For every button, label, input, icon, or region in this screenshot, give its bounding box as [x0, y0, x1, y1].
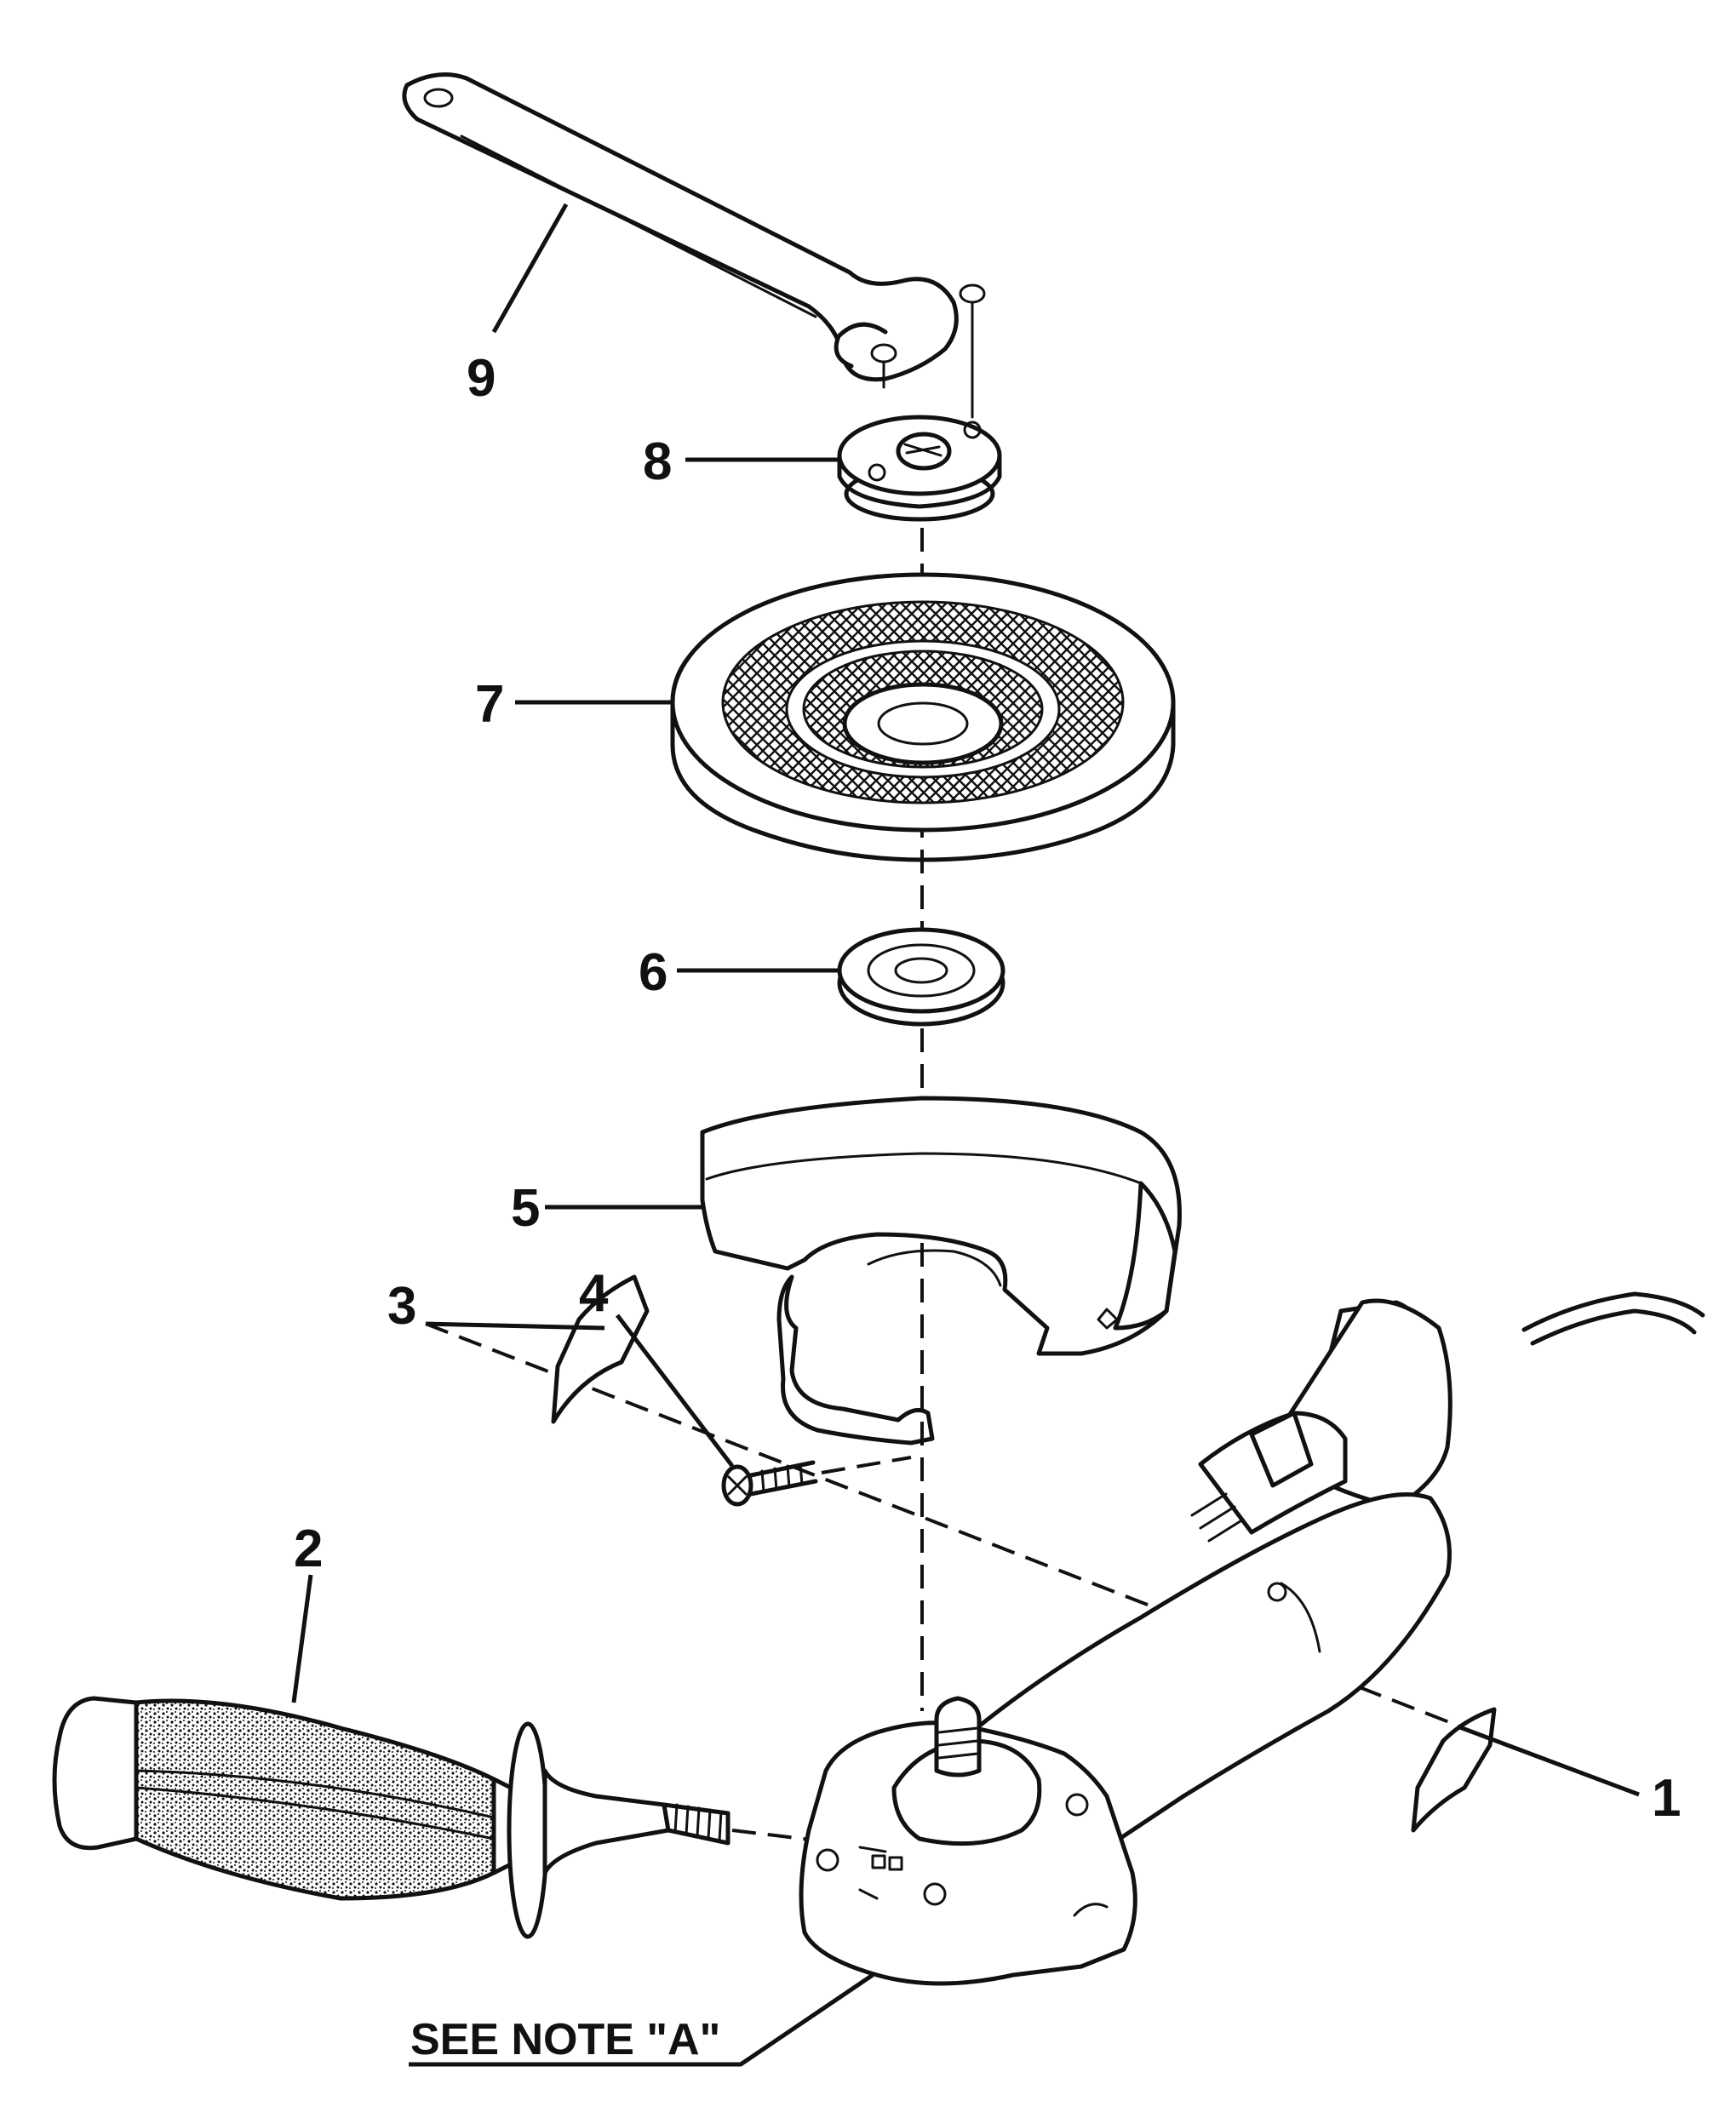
- callout-6: 6: [639, 943, 667, 1002]
- side-handle: [52, 1696, 730, 1939]
- callout-8: 8: [643, 432, 672, 491]
- callout-9: 9: [467, 349, 496, 408]
- handle-axis-line: [425, 1322, 1465, 1730]
- leader-3: [425, 1321, 605, 1331]
- warning-label-left: [551, 1274, 650, 1424]
- leader-2: [291, 1574, 313, 1703]
- flange-nut: [837, 415, 1002, 522]
- guard-screw: [721, 1456, 912, 1507]
- wheel-guard: [700, 1096, 1182, 1445]
- inner-flange: [837, 927, 1006, 1027]
- callout-5: 5: [511, 1179, 540, 1238]
- grinding-wheel: [670, 572, 1176, 862]
- callout-3: 3: [387, 1277, 416, 1336]
- leader-9: [491, 203, 569, 334]
- warning-label-right: [1411, 1707, 1497, 1833]
- callout-2: 2: [294, 1520, 323, 1578]
- leader-note-a: [409, 1972, 874, 2067]
- spanner-wrench: [402, 72, 986, 419]
- callout-7: 7: [475, 675, 504, 734]
- note-a-label: SEE NOTE "A": [410, 2015, 720, 2064]
- callout-4: 4: [579, 1264, 609, 1323]
- angle-grinder-body: [799, 1291, 1705, 1986]
- leader-1: [1457, 1724, 1640, 1797]
- leader-4: [616, 1314, 734, 1468]
- callout-1: 1: [1652, 1769, 1681, 1828]
